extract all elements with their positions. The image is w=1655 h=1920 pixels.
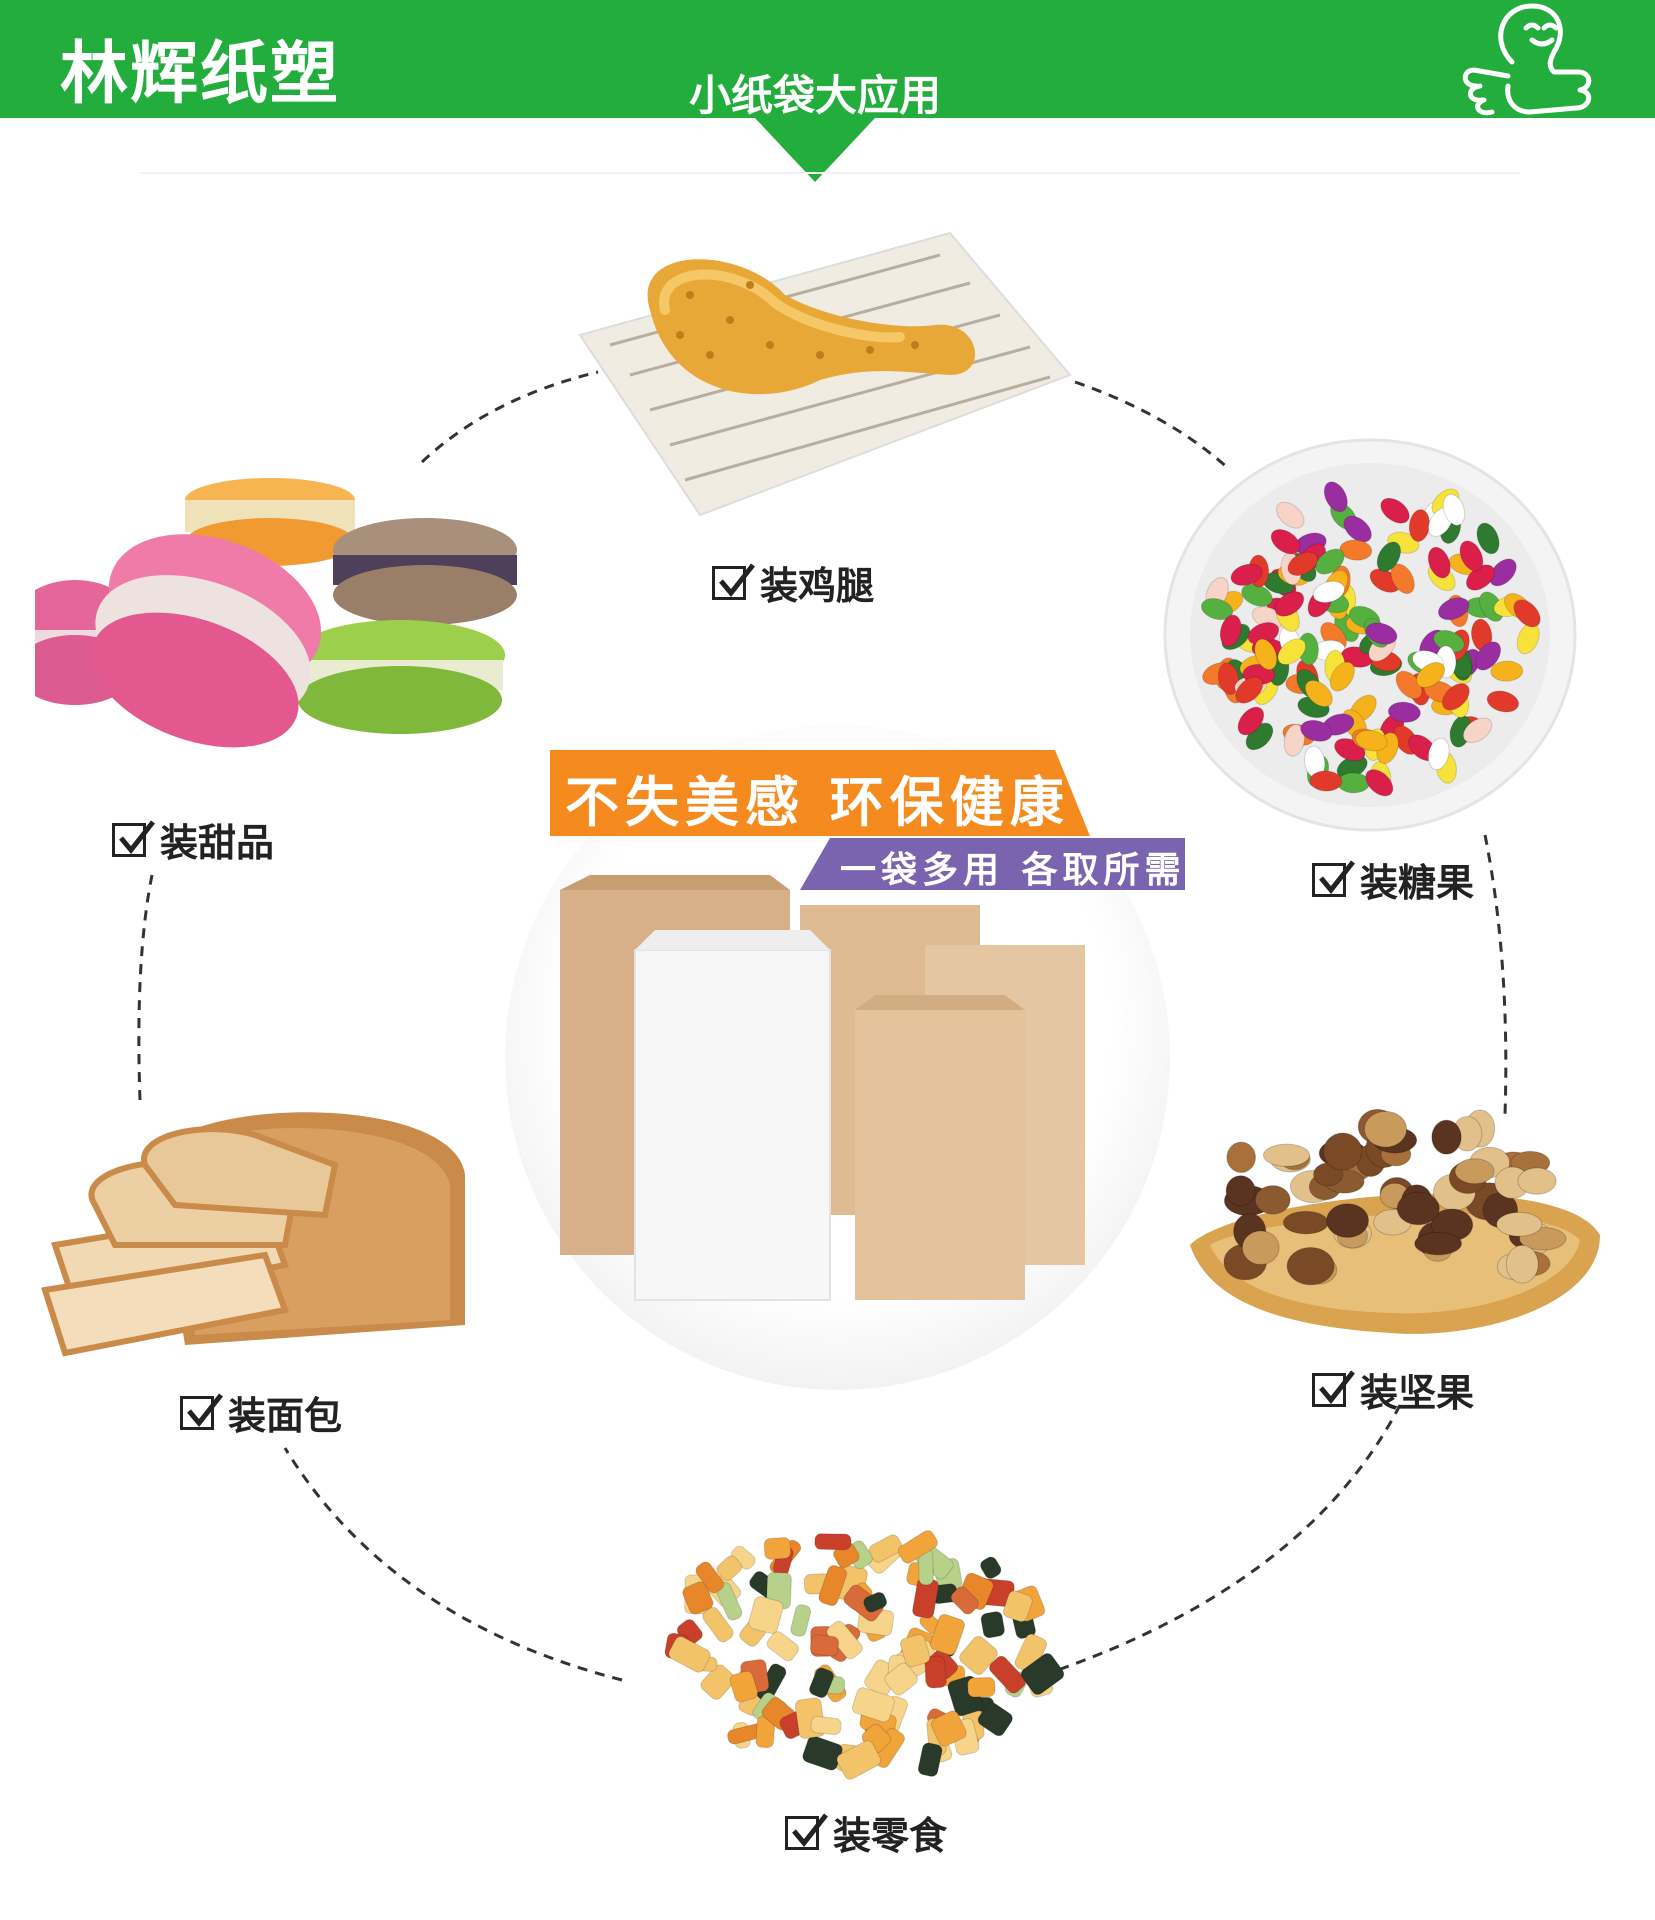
slogan-primary: 不失美感 环保健康 bbox=[565, 771, 1070, 834]
use-item-candy: 装糖果 bbox=[1312, 852, 1474, 907]
slogan-banner-primary bbox=[550, 750, 1090, 836]
use-label: 装糖果 bbox=[1360, 861, 1475, 905]
checkbox-icon bbox=[180, 1392, 223, 1430]
use-label: 装零食 bbox=[833, 1814, 948, 1858]
use-item-snacks: 装零食 bbox=[785, 1805, 947, 1860]
checkbox-icon bbox=[712, 562, 755, 600]
fried-chicken-leg-icon bbox=[578, 231, 1072, 517]
use-item-desserts: 装甜品 bbox=[112, 812, 274, 867]
checkbox-icon bbox=[785, 1812, 828, 1850]
use-label: 装面包 bbox=[228, 1394, 343, 1438]
checkbox-icon bbox=[112, 819, 155, 857]
use-item-chicken-leg: 装鸡腿 bbox=[712, 555, 874, 610]
use-item-nuts: 装坚果 bbox=[1312, 1362, 1474, 1417]
snacks-icon bbox=[664, 1530, 1065, 1780]
use-label: 装鸡腿 bbox=[760, 564, 875, 608]
subtitle-tab: 小纸袋大应用 bbox=[645, 0, 985, 182]
paper-bags-icon bbox=[560, 875, 1085, 1301]
macarons-icon bbox=[35, 478, 517, 748]
bread-loaf-icon bbox=[41, 1112, 465, 1357]
use-label: 装甜品 bbox=[160, 821, 275, 865]
checkbox-icon bbox=[1312, 1369, 1355, 1407]
thumbs-up-mascot-icon bbox=[1462, 3, 1592, 116]
use-item-bread: 装面包 bbox=[180, 1385, 342, 1440]
use-label: 装坚果 bbox=[1360, 1371, 1475, 1415]
mixed-nuts-icon bbox=[1190, 1108, 1600, 1334]
jelly-beans-icon bbox=[1163, 438, 1577, 832]
slogan-banner-secondary bbox=[800, 838, 1185, 890]
divider bbox=[140, 172, 1520, 174]
brand-name: 林辉纸塑 bbox=[60, 35, 341, 114]
subtitle: 小纸袋大应用 bbox=[688, 71, 941, 120]
checkbox-icon bbox=[1312, 859, 1355, 897]
slogan-secondary: 一袋多用 各取所需 bbox=[840, 850, 1186, 891]
